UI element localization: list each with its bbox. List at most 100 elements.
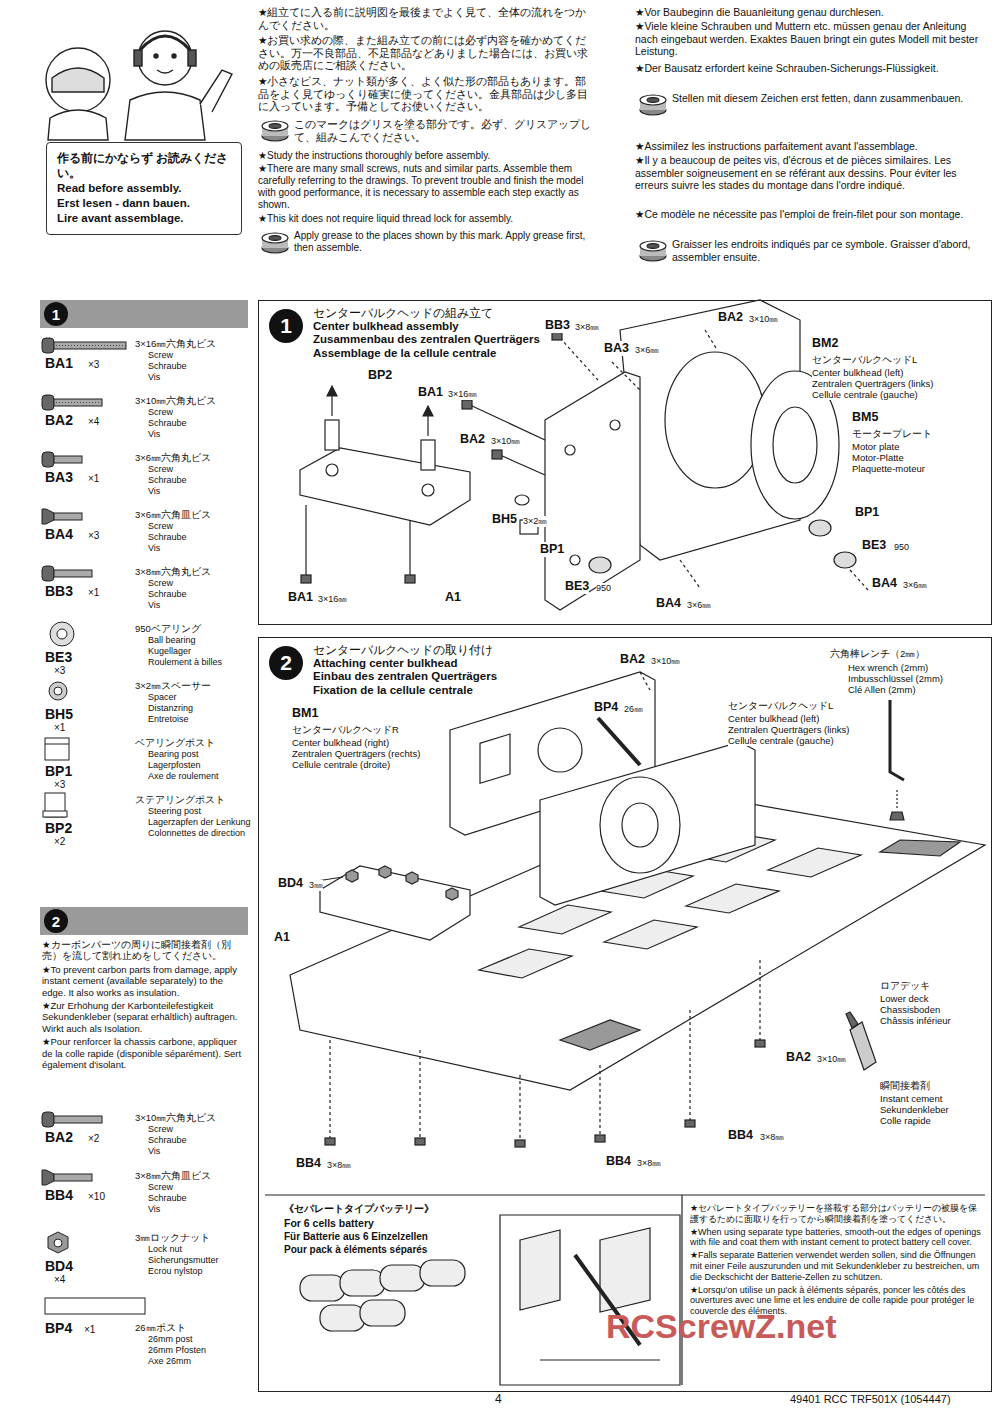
battery-heading: Pour pack à éléments séparés	[284, 1244, 427, 1256]
part-name: モータープレート	[852, 428, 932, 439]
dimension: 3×8㎜	[327, 1160, 351, 1171]
note-text: Apply grease to the places shown by this…	[294, 230, 592, 254]
part-quantity: ×3	[88, 530, 99, 542]
part-name: Zentralen Querträgers (links)	[812, 378, 933, 389]
node-text: Center bulkhead assembly	[313, 320, 459, 333]
dimension: 3×10㎜	[491, 436, 520, 447]
part-code: BA2	[718, 310, 743, 325]
part-description: Schraube	[148, 589, 187, 600]
part-description: Colonnettes de direction	[148, 828, 245, 839]
note-text: ★To prevent carbon parts from damage, ap…	[42, 964, 248, 998]
note-text: ★Viele kleine Schrauben und Muttern etc.…	[635, 20, 990, 58]
part-code: BA1	[418, 385, 443, 400]
part-description: 26mm Pfosten	[148, 1345, 206, 1356]
part-code: BA1	[45, 355, 73, 372]
note-text: このマークはグリスを塗る部分です。必ず、グリスアップして、組みこんでください。	[294, 118, 592, 143]
node-text: Erst lesen - dann bauen.	[57, 196, 231, 211]
battery-section	[265, 1195, 985, 1385]
note-text: ★Zur Erhöhung der Karbonteilefestigkeit …	[42, 1000, 248, 1034]
part-description: Vis	[148, 543, 160, 554]
part-name: Cellule centrale (gauche)	[728, 735, 834, 746]
dimension: 3×8㎜	[760, 1132, 784, 1143]
part-quantity: ×1	[88, 587, 99, 599]
dimension: 950	[596, 583, 611, 594]
part-code: BM5	[852, 410, 878, 425]
part-name: センターバルクヘッドR	[292, 724, 399, 735]
part-code: BA2	[620, 652, 645, 667]
part-name: Motor-Platte	[852, 452, 904, 463]
dimension: 3×10㎜	[817, 1054, 846, 1065]
part-description: Vis	[148, 372, 160, 383]
note-text: ★組立てに入る前に説明図を最後までよく見て、全体の流れをつかんでください。	[258, 6, 593, 31]
part-description: Screw	[148, 1124, 173, 1135]
part-description: Screw	[148, 407, 173, 418]
part-description: Vis	[148, 429, 160, 440]
node-text: 1	[52, 306, 60, 323]
part-code: A1	[445, 590, 461, 605]
part-description: Vis	[148, 1146, 160, 1157]
part-code: BA3	[604, 341, 629, 356]
part-description: 3×8㎜六角皿ビス	[135, 1170, 211, 1181]
part-code: BB4	[45, 1187, 73, 1204]
part-name: Cellule centrale (gauche)	[812, 389, 918, 400]
part-name: Plaquette-moteur	[852, 463, 925, 474]
part-code: BA4	[45, 526, 73, 543]
part-quantity: ×4	[54, 1274, 65, 1286]
part-name: Center bulkhead (right)	[292, 737, 389, 748]
part-name: Lower deck	[880, 993, 929, 1004]
node-text: 作る前にかならず お読みください。	[57, 151, 231, 181]
document-code: 49401 RCC TRF501X (1054447)	[790, 1393, 951, 1406]
part-description: 3×10㎜六角丸ビス	[135, 1112, 216, 1123]
part-description: Screw	[148, 521, 173, 532]
part-description: Steering post	[148, 806, 201, 817]
step-number: 1	[269, 309, 303, 343]
part-description: Spacer	[148, 692, 177, 703]
note-text: ★Ce modèle ne nécessite pas l'emploi de …	[635, 208, 990, 221]
part-name: Instant cement	[880, 1093, 942, 1104]
part-description: Screw	[148, 350, 173, 361]
part-code: BB4	[606, 1154, 631, 1169]
part-name: Zentralen Querträgers (rechts)	[292, 748, 420, 759]
dimension: 26㎜	[624, 704, 643, 715]
part-name: Colle rapide	[880, 1115, 931, 1126]
part-description: 3㎜ロックナット	[135, 1232, 210, 1243]
part-name: ロアデッキ	[880, 980, 930, 991]
step-number: 1	[44, 302, 68, 326]
part-code: BA2	[786, 1050, 811, 1065]
part-quantity: ×3	[88, 359, 99, 371]
dimension: 3×10㎜	[749, 314, 778, 325]
note-text: ★カーボンパーツの周りに瞬間接着剤（別売）を流して割れ止めをしてください。	[42, 939, 248, 962]
part-code: BA2	[45, 1129, 73, 1146]
node-text: 1	[280, 314, 292, 338]
part-description: Kugellager	[148, 646, 191, 657]
dimension: 3×8㎜	[575, 322, 599, 333]
part-description: Screw	[148, 1182, 173, 1193]
note-text: Graisser les endroits indiqués par ce sy…	[672, 238, 990, 263]
note-text: ★This kit does not require liquid thread…	[258, 213, 593, 225]
part-description: Ecrou nylstop	[148, 1266, 203, 1277]
dimension: 3×16㎜	[448, 389, 477, 400]
part-description: Schraube	[148, 1193, 187, 1204]
dimension: 3×8㎜	[637, 1158, 661, 1169]
part-code: BE3	[45, 649, 72, 666]
dimension: 3×6㎜	[687, 600, 711, 611]
part-description: 3×6㎜六角丸ビス	[135, 452, 211, 463]
node-text: Attaching center bulkhead	[313, 657, 457, 670]
part-code: BB3	[45, 583, 73, 600]
node-text: Assemblage de la cellule centrale	[313, 347, 496, 360]
node-text: センターバルクヘッドの取り付け	[313, 644, 493, 657]
part-description: Vis	[148, 1204, 160, 1215]
part-description: Lagerpfosten	[148, 760, 201, 771]
part-code: BH5	[45, 706, 73, 723]
part-description: Ball bearing	[148, 635, 196, 646]
part-name: センターバルクヘッドL	[728, 700, 833, 711]
part-code: BP4	[594, 700, 618, 715]
part-description: Screw	[148, 578, 173, 589]
part-description: Roulement à billes	[148, 657, 222, 668]
part-code: BA4	[872, 576, 897, 591]
part-description: Vis	[148, 486, 160, 497]
node-text: 2	[280, 651, 292, 675]
part-description: Lagerzapfen der Lenkung	[148, 817, 251, 828]
part-description: 26㎜ポスト	[135, 1322, 186, 1333]
dimension: 3×2㎜	[523, 516, 547, 527]
